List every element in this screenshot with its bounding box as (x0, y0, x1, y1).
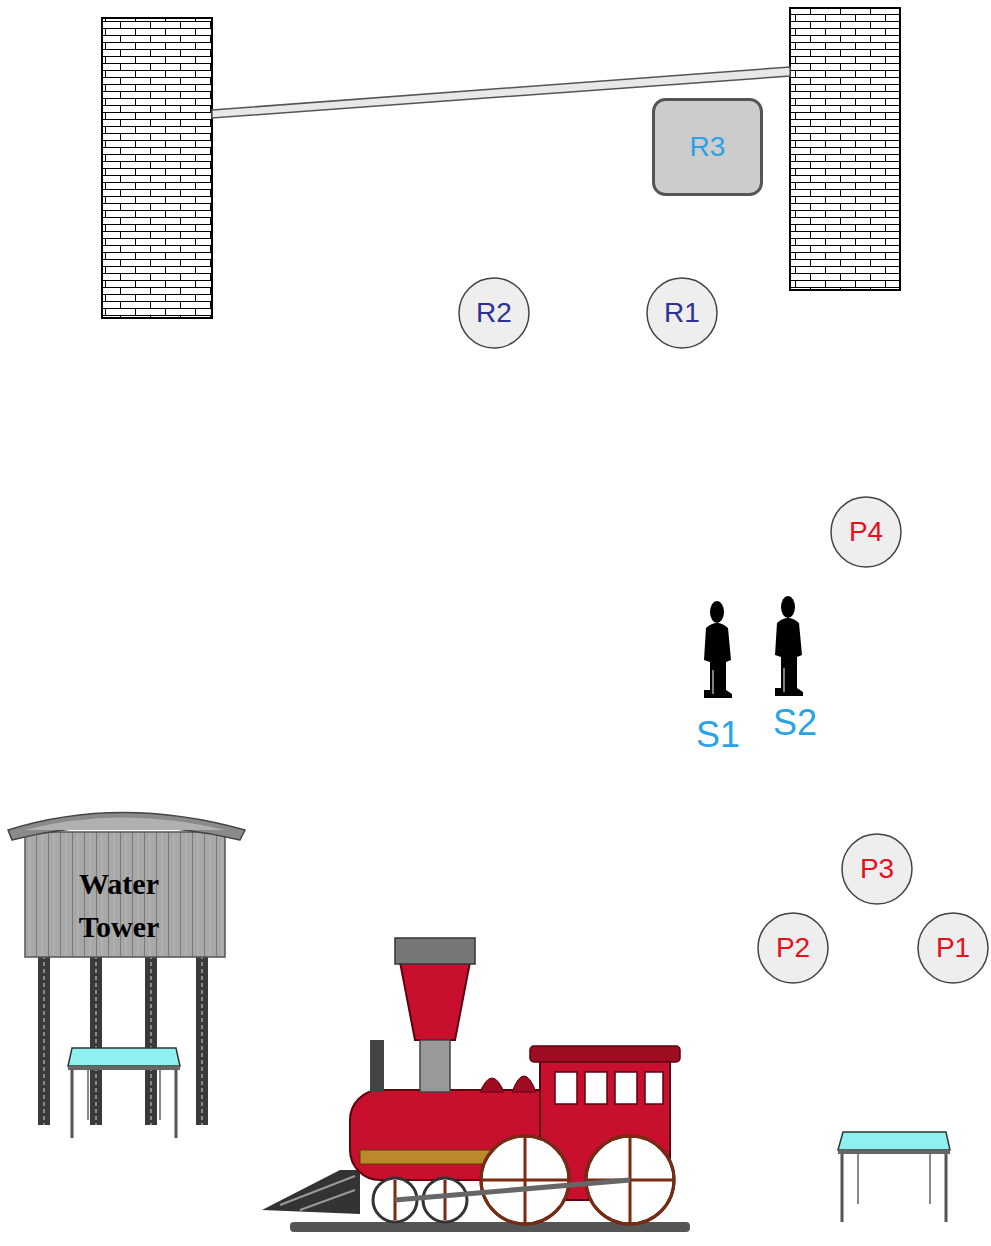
brick-pillar (102, 18, 212, 318)
circle-marker: P4 (830, 496, 902, 568)
marker-label: R2 (476, 299, 512, 327)
tower-label: Water Tower (49, 862, 189, 949)
brick-pillar (790, 8, 900, 290)
table (68, 1048, 180, 1138)
silhouette-figure (704, 596, 803, 698)
marker-label: R3 (690, 133, 726, 161)
marker-label: R1 (664, 299, 700, 327)
circle-marker: R1 (646, 277, 718, 349)
circle-marker: R2 (458, 277, 530, 349)
circle-marker: P1 (917, 912, 989, 984)
silhouette-detail (713, 668, 784, 694)
circle-marker: P2 (757, 912, 829, 984)
water-tower (8, 813, 245, 1126)
marker-label: P1 (936, 934, 970, 962)
marker-label: P3 (860, 855, 894, 883)
marker-label: P2 (776, 934, 810, 962)
circle-marker: P3 (841, 833, 913, 905)
marker-label: P4 (849, 518, 883, 546)
table (838, 1132, 950, 1222)
steam-locomotive (262, 938, 690, 1232)
person-label: S1 (696, 717, 740, 753)
square-marker: R3 (652, 98, 763, 196)
person-label: S2 (773, 705, 817, 741)
